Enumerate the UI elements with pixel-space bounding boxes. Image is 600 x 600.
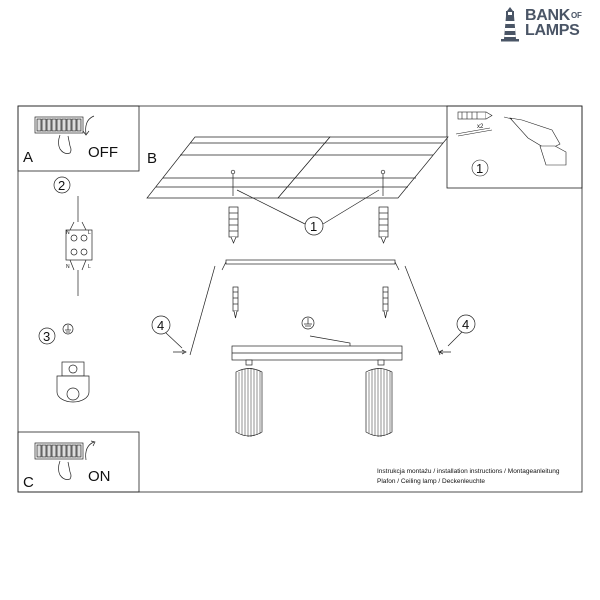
step-1-number-main: 1 bbox=[310, 219, 317, 234]
panel-c-text: ON bbox=[88, 468, 111, 485]
panel-a-text: OFF bbox=[88, 144, 118, 161]
tool-panel bbox=[446, 105, 583, 189]
breaker-on-icon bbox=[34, 440, 96, 480]
mounting-bracket bbox=[189, 259, 441, 356]
panel-a-label: A bbox=[23, 149, 33, 166]
ceiling-drawing bbox=[146, 136, 449, 199]
caption-line1: Instrukcja montażu / installation instru… bbox=[377, 468, 560, 475]
lighthouse-icon bbox=[501, 7, 519, 42]
panel-c bbox=[17, 431, 140, 493]
step-4-number-left: 4 bbox=[157, 318, 164, 333]
wire-connector-icon bbox=[53, 176, 93, 296]
step-1-number-tools: 1 bbox=[476, 161, 483, 176]
screw-pack-icon bbox=[455, 127, 493, 137]
brand-line2: LAMPS bbox=[525, 22, 580, 39]
brand-line1-suffix: OF bbox=[571, 11, 582, 20]
wall-plug-pack-icon bbox=[457, 111, 493, 120]
terminal-l-top: L bbox=[88, 230, 91, 236]
ground-icon bbox=[62, 323, 74, 335]
brand-line1: BANK bbox=[525, 7, 571, 24]
ground-terminal-icon bbox=[56, 361, 90, 403]
brand-logo: BANKOF LAMPS bbox=[499, 6, 599, 42]
wall-plug-icon bbox=[228, 206, 389, 244]
ceiling-lamp bbox=[231, 345, 403, 437]
terminal-n-top: N bbox=[66, 230, 70, 236]
step-3-number: 3 bbox=[43, 329, 50, 344]
screw-icon bbox=[232, 286, 389, 319]
diagram-frame bbox=[17, 105, 583, 493]
terminal-l-bottom: L bbox=[88, 264, 91, 270]
panel-c-label: C bbox=[23, 474, 34, 491]
breaker-off-icon bbox=[34, 115, 95, 154]
terminal-n-bottom: N bbox=[66, 264, 70, 270]
caption-line2: Plafon / Ceiling lamp / Deckenleuchte bbox=[377, 478, 485, 485]
step-2-number: 2 bbox=[58, 178, 65, 193]
drill-icon bbox=[503, 116, 567, 166]
panel-a bbox=[17, 105, 140, 172]
step-4-number-right: 4 bbox=[462, 317, 469, 332]
panel-b-label: B bbox=[147, 150, 157, 167]
plug-multiplier: x2 bbox=[477, 124, 484, 130]
